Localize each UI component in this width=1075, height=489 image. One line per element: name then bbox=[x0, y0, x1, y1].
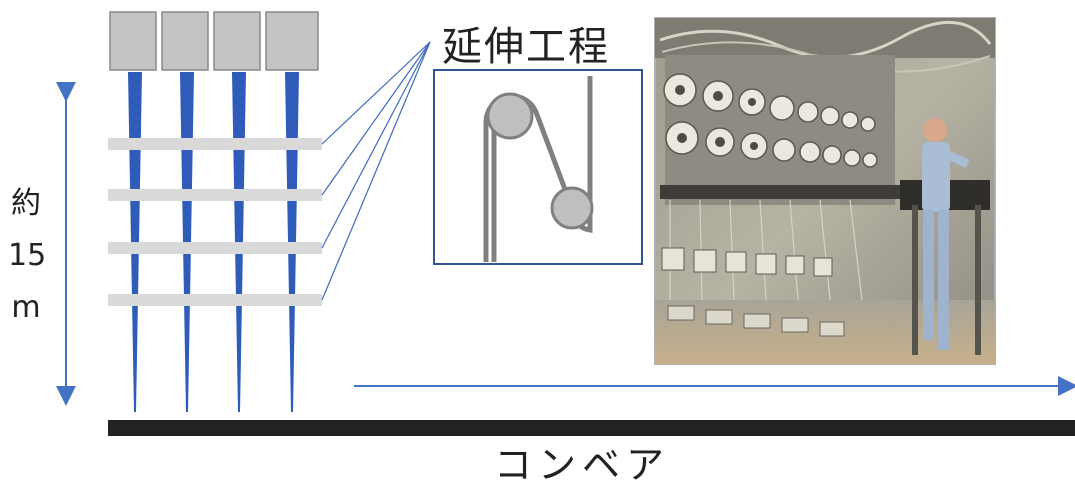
spinneret-box bbox=[161, 11, 209, 71]
guide-bar bbox=[108, 294, 322, 306]
guide-bar bbox=[108, 138, 322, 150]
spinneret-box bbox=[109, 11, 157, 71]
roller-top bbox=[486, 92, 534, 140]
height-label: 約 15 m bbox=[8, 178, 47, 334]
spinneret-box bbox=[213, 11, 261, 71]
callout-lines bbox=[321, 41, 431, 301]
guide-bars bbox=[108, 138, 322, 306]
roller-drawing-icon bbox=[433, 69, 643, 265]
height-label-unit: m bbox=[11, 290, 41, 325]
height-label-prefix: 約 bbox=[11, 186, 41, 221]
process-label: 延伸工程 bbox=[442, 24, 610, 70]
guide-bar bbox=[108, 189, 322, 201]
spinneret-box bbox=[265, 11, 319, 71]
worker-figure bbox=[922, 118, 970, 350]
roller-bottom bbox=[550, 186, 594, 230]
conveyor-belt bbox=[108, 420, 1075, 436]
guide-bar bbox=[108, 242, 322, 254]
drawing-machine-photo bbox=[654, 17, 996, 365]
conveyor-label: コンベア bbox=[494, 443, 671, 487]
height-label-value: 15 bbox=[8, 238, 47, 273]
spinneret-boxes bbox=[109, 11, 319, 71]
